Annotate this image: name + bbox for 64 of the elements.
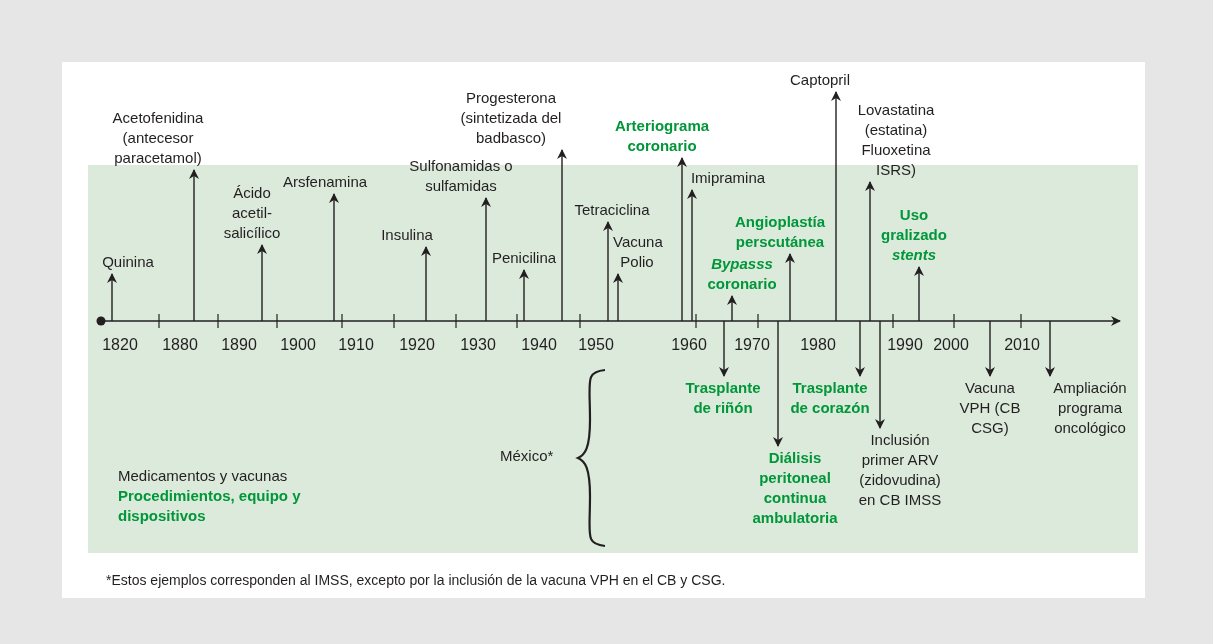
year-label: 1900 [279,335,317,355]
year-label: 1890 [220,335,258,355]
milestone-label: Vacuna VPH (CB CSG) [958,378,1022,438]
milestone-label: Progesterona (sintetizada del badbasco) [449,88,573,148]
milestone-label: Diálisis peritoneal continua ambulatoria [747,448,843,528]
footnote: *Estos ejemplos corresponden al IMSS, excepto por la inclusión de la vacuna VPH en el CB y CSG. [106,571,726,590]
milestone-label: Inclusión primer ARV (zidovudina) en CB IMSS [854,430,946,510]
arrow [107,273,117,322]
arrow [603,221,613,322]
year-label: 1930 [459,335,497,355]
arrow [329,193,339,322]
arrow [719,320,729,377]
year-label: 1960 [670,335,708,355]
arrow [481,197,491,322]
arrow [865,181,875,322]
arrow [1045,320,1055,377]
year-label: 1970 [733,335,771,355]
legend-label: Procedimientos, equipo y dispositivos [118,486,302,526]
milestone-label: Imipramina [686,168,770,188]
milestone-label: Vacuna Polio [613,232,661,272]
milestone-label: Tetraciclina [569,200,655,220]
arrow [855,320,865,377]
milestone-label: Quinina [96,252,160,272]
milestone-label: Trasplante de corazón [783,378,877,418]
arrow [189,169,199,322]
year-label: 1990 [886,335,924,355]
milestone-label: Acetofenidina (antecesor paracetamol) [98,108,218,168]
year-label: 1950 [577,335,615,355]
legend-label: Medicamentos y vacunas [118,466,289,486]
year-label: 1880 [161,335,199,355]
arrow [985,320,995,377]
milestone-label: Sulfonamidas o sulfamidas [401,156,521,196]
arrow [519,269,529,322]
arrow [727,295,737,322]
year-label: 1910 [337,335,375,355]
region-label: México* [500,446,554,466]
milestone-label: Lovastatina (estatina) Fluoxetina ISRS) [846,100,946,180]
arrow [914,266,924,322]
arrow [257,244,267,322]
milestone-label: Arteriograma coronario [607,116,717,156]
arrow [773,320,783,447]
milestone-label: Angioplastía perscutánea [727,212,833,252]
arrow [875,320,885,429]
arrow [421,246,431,322]
milestone-label: Uso gralizado stents [879,205,949,265]
arrow [557,149,567,322]
year-label: 2000 [932,335,970,355]
milestone-label: Ampliación programa oncológico [1045,378,1135,438]
year-label: 1940 [520,335,558,355]
arrow [785,253,795,322]
milestone-label: Trasplante de riñón [678,378,768,418]
arrow [831,91,841,322]
milestone-label: Insulina [372,225,442,245]
milestone-label: Arsfenamina [270,172,380,192]
milestone-label: Penicilina [489,248,559,268]
year-label: 1980 [799,335,837,355]
year-label: 2010 [1003,335,1041,355]
arrow [687,189,697,322]
year-label: 1920 [398,335,436,355]
arrow [677,157,687,322]
milestone-label: Bypasss coronario [701,254,783,294]
arrow [613,273,623,322]
milestone-label: Captopril [783,70,857,90]
year-label: 1820 [101,335,139,355]
